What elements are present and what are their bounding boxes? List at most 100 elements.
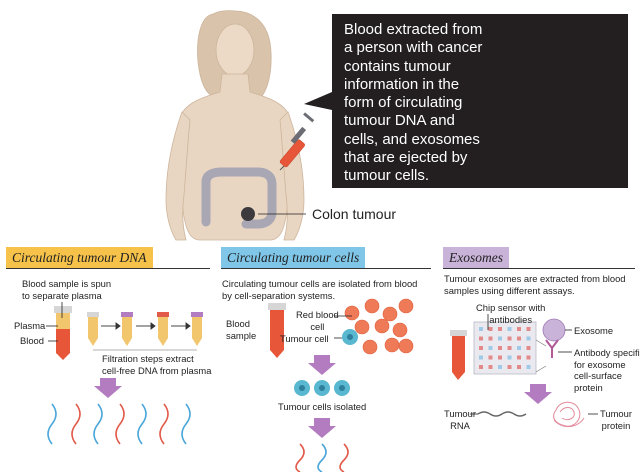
text-line: Filtration steps extract	[102, 353, 194, 364]
chip-antibody-dot	[498, 346, 502, 350]
chip-antibody-dot	[498, 336, 502, 341]
chip-antibody-dot	[488, 365, 493, 369]
down-arrow-icon	[308, 355, 336, 375]
text-line: Tumour exosomes are extracted from blood	[444, 273, 626, 284]
down-arrow-icon	[308, 418, 336, 438]
small-tube-icon	[157, 312, 169, 346]
chip-antibody-dot	[498, 327, 502, 331]
tumour-rna-icon	[477, 411, 527, 417]
chip-sensor-label: Chip sensor with antibodies	[476, 302, 545, 325]
chip-antibody-dot	[498, 365, 502, 369]
chip-antibody-dot	[479, 336, 483, 341]
text-line: antibodies	[489, 313, 533, 325]
chip-antibody-dot	[526, 336, 531, 341]
tube-icon	[54, 306, 72, 360]
text-line: RNA	[450, 419, 470, 431]
chip-antibody-dot	[488, 346, 493, 350]
tumour-spot	[241, 207, 255, 221]
colon-graphic	[201, 167, 277, 229]
exosome-icon	[542, 318, 572, 342]
dna-panel-title: Circulating tumour DNA	[6, 247, 153, 269]
text-line: protein	[601, 419, 631, 431]
tumour-cells-isolated-label: Tumour cells isolated	[278, 401, 367, 412]
text-line: for exosome	[574, 358, 626, 370]
tumour-rna-label: Tumour RNA	[444, 408, 476, 431]
text-line: cell	[310, 320, 325, 332]
divider	[443, 268, 635, 269]
chip-antibody-dot	[488, 355, 493, 360]
chip-antibody-dot	[479, 355, 483, 360]
chip-antibody-dot	[498, 355, 502, 360]
callout-line: a person with cancer	[344, 39, 483, 57]
exosomes-description: Tumour exosomes are extracted from blood…	[444, 273, 626, 296]
callout-line: cells, and exosomes	[344, 130, 480, 148]
human-figure	[165, 10, 305, 241]
chip-antibody-dot	[507, 327, 512, 331]
callout-line: information in the	[344, 75, 460, 93]
plasma-label: Plasma	[14, 320, 46, 331]
chip-antibody-dot	[507, 336, 512, 341]
callout-line: Blood extracted from	[344, 21, 483, 38]
small-tube-icon	[121, 312, 133, 346]
small-tube-icon	[191, 312, 203, 346]
text-line: Blood sample is spun	[22, 278, 112, 289]
chip-antibody-dot	[507, 355, 512, 360]
exosomes-panel-title: Exosomes	[443, 247, 509, 269]
text-line: Antibody specific	[574, 347, 640, 358]
antibody-icon	[545, 339, 572, 358]
red-blood-cell-label: Red blood cell	[296, 309, 339, 332]
tumour-cell-label: Tumour cell	[280, 333, 329, 344]
text-line: cell-free DNA from plasma	[102, 364, 212, 376]
zoom-line	[535, 365, 547, 373]
callout-pointer	[304, 92, 332, 110]
tumour-cell-icon	[342, 329, 358, 345]
chip-antibody-dot	[488, 327, 493, 331]
blood-sample-label: Blood sample	[226, 318, 256, 341]
chip-antibody-dot	[526, 327, 531, 331]
divider	[6, 268, 210, 269]
chip-antibody-dot	[526, 355, 531, 360]
colon-tumour-label: Colon tumour	[312, 206, 397, 222]
chip-antibody-dot	[526, 346, 531, 350]
chip-antibody-dot	[526, 365, 531, 369]
chip-antibody-dot	[517, 327, 521, 331]
text-line: cell-surface	[574, 370, 622, 381]
chip-antibody-dot	[479, 327, 483, 331]
small-tube-icon	[87, 312, 99, 346]
dna-strand-icon	[47, 403, 191, 445]
chip-antibody-dot	[507, 346, 512, 350]
antibody-label: Antibody specific for exosome cell-surfa…	[574, 347, 640, 393]
chip-antibody-dot	[479, 365, 483, 369]
filtration-text: Filtration steps extract cell-free DNA f…	[102, 353, 211, 376]
blood-label: Blood	[20, 335, 44, 346]
text-line: to separate plasma	[22, 289, 102, 301]
cells-description: Circulating tumour cells are isolated fr…	[222, 278, 417, 301]
text-line: Circulating tumour cells are isolated fr…	[222, 278, 418, 289]
text-line: Blood	[226, 318, 250, 329]
down-arrow-icon	[94, 378, 122, 398]
syringe-icon	[279, 112, 315, 171]
text-line: Tumour	[600, 408, 632, 419]
text-line: Tumour	[444, 408, 476, 419]
red-blood-cell-icon	[344, 298, 414, 355]
blood-tube-icon	[268, 303, 286, 358]
chip-antibody-dot	[517, 346, 521, 350]
chip-antibody-dot	[488, 336, 493, 341]
chip-antibody-dot	[517, 365, 521, 369]
chip-antibody-dot	[517, 336, 521, 341]
blood-tube-icon	[450, 330, 467, 380]
callout-line: that are ejected by	[344, 149, 468, 167]
dna-strand-icon	[295, 443, 349, 472]
arrow-icon	[101, 322, 191, 330]
text-line: protein	[574, 381, 603, 393]
exosome-label: Exosome	[574, 325, 614, 336]
tumour-protein-label: Tumour protein	[600, 408, 632, 431]
chip-antibody-dot	[479, 346, 483, 350]
down-arrow-icon	[524, 384, 552, 404]
text-line: samples using different assays.	[444, 284, 575, 296]
dna-step-text: Blood sample is spun to separate plasma	[22, 278, 111, 301]
text-line: by cell-separation systems.	[222, 289, 336, 301]
text-line: sample	[226, 329, 257, 341]
